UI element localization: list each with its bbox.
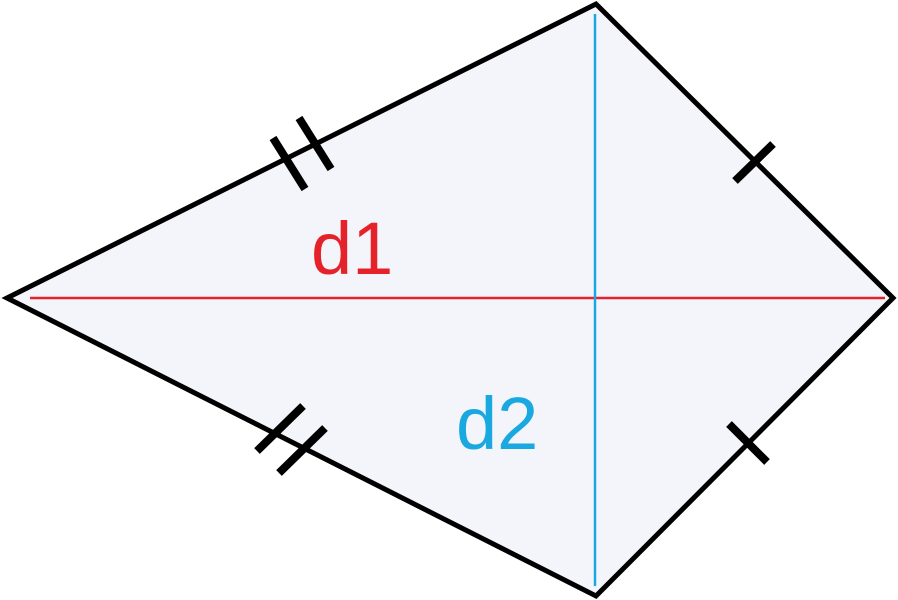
single-tick-mark-upper-right — [732, 141, 776, 184]
d2-label: d2 — [456, 382, 538, 465]
single-tick-mark-lower-right — [726, 421, 770, 465]
double-tick-mark-lower-left — [254, 403, 328, 476]
d1-label: d1 — [311, 207, 393, 290]
double-tick-mark-upper-left — [269, 115, 335, 192]
